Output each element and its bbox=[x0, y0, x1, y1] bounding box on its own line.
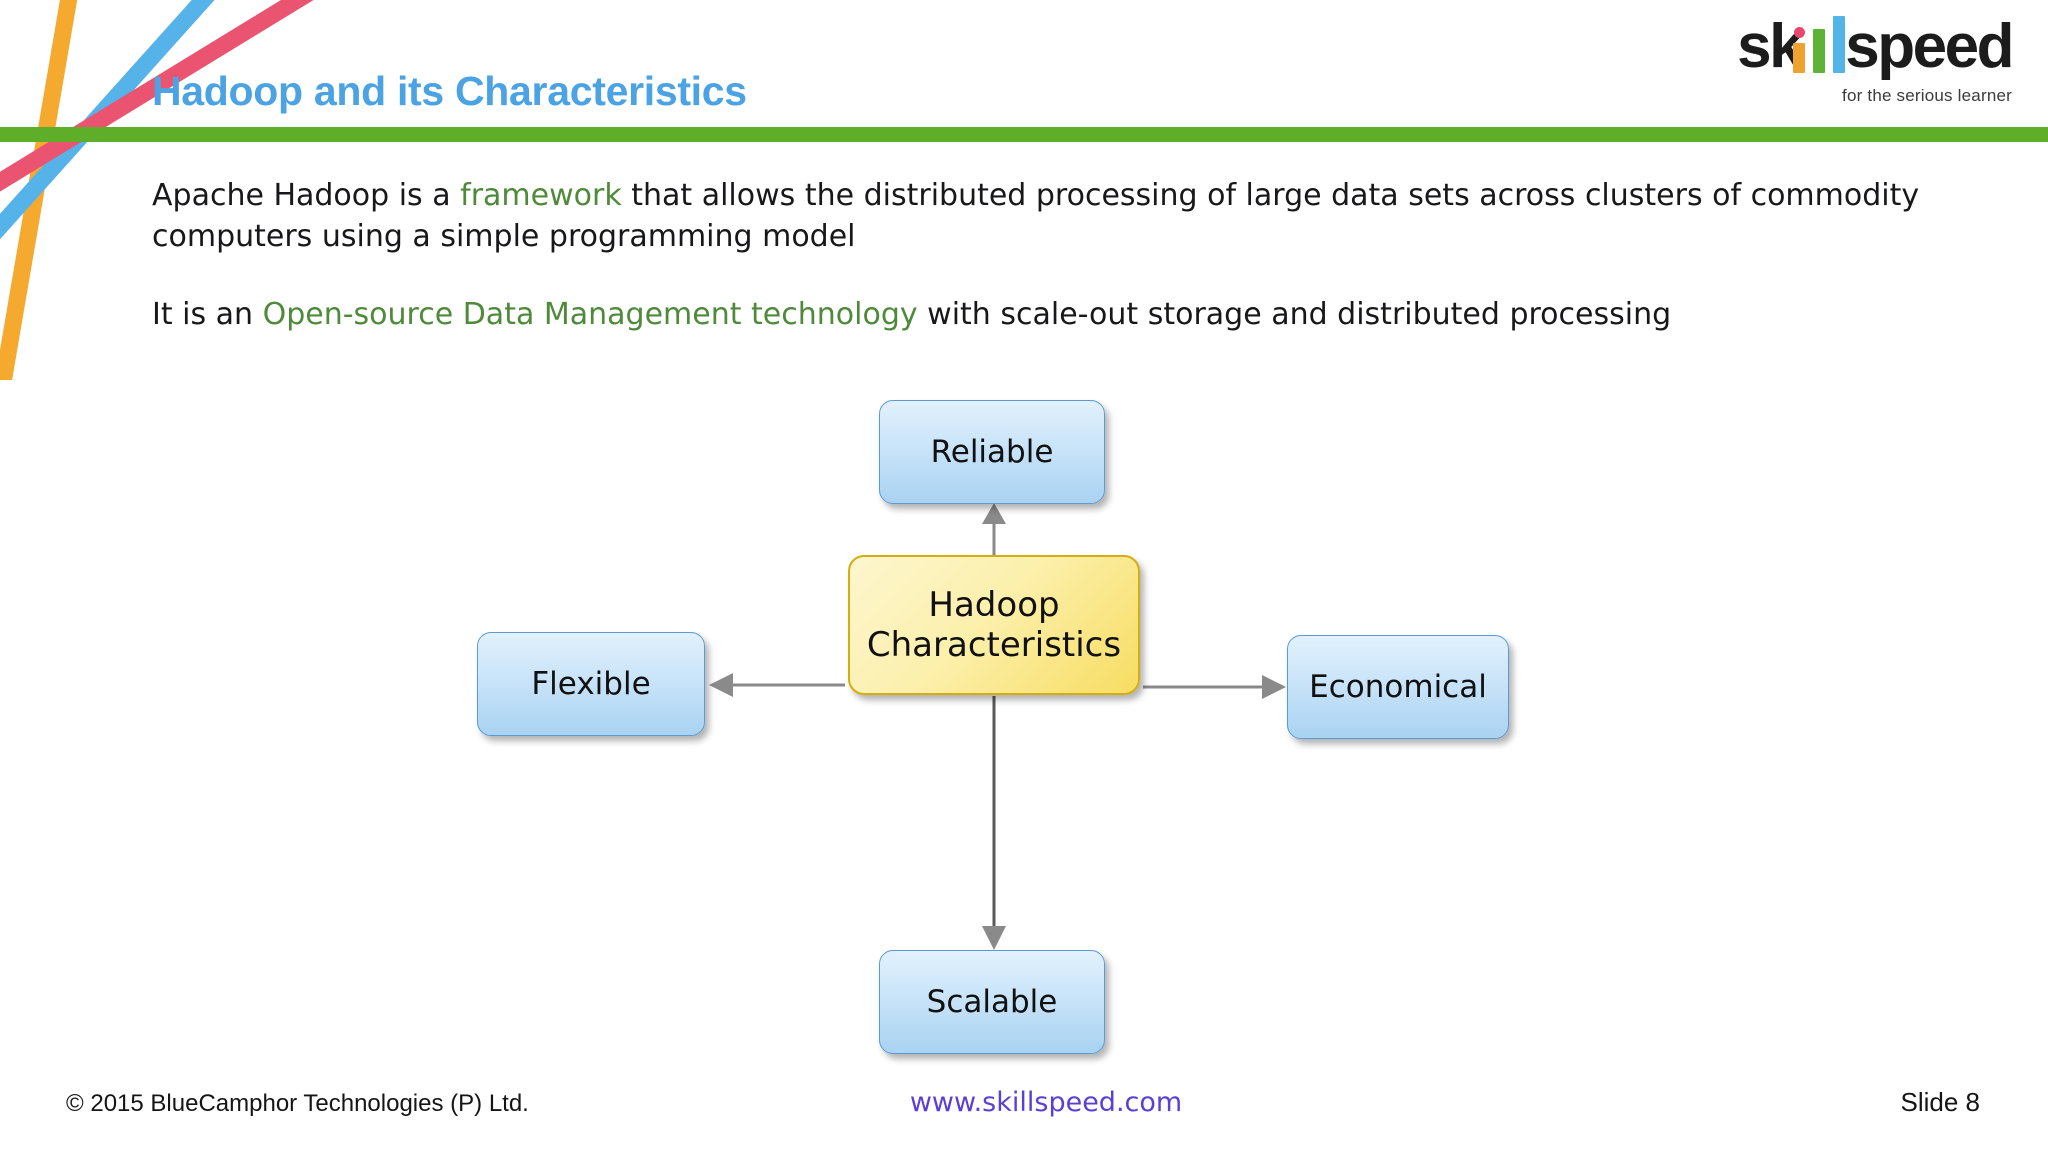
connector-center-to-flexible bbox=[709, 673, 845, 697]
hadoop-characteristics-diagram: Reliable Flexible Hadoop Characteristics… bbox=[0, 360, 2048, 1080]
paragraph-1-before: Apache Hadoop is a bbox=[152, 178, 461, 213]
footer-slide-number: Slide 8 bbox=[1900, 1087, 1981, 1117]
logo-bars-icon bbox=[1793, 15, 1855, 73]
paragraph-1-after: that allows the distributed processing o… bbox=[152, 178, 1920, 254]
connector-center-to-scalable bbox=[982, 696, 1006, 950]
diagram-node-center-label: Hadoop Characteristics bbox=[867, 585, 1121, 665]
diagram-node-center-line1: Hadoop bbox=[928, 584, 1060, 625]
diagram-node-economical[interactable]: Economical bbox=[1287, 635, 1509, 739]
connector-center-to-economical bbox=[1143, 675, 1286, 699]
paragraph-2-highlight: Open-source Data Management technology bbox=[262, 297, 918, 332]
paragraph-2: It is an Open-source Data Management tec… bbox=[152, 295, 1932, 336]
footer-copyright: © 2015 BlueCamphor Technologies (P) Ltd. bbox=[66, 1090, 529, 1117]
page-title: Hadoop and its Characteristics bbox=[152, 68, 747, 114]
paragraph-1-highlight: framework bbox=[460, 178, 622, 213]
diagram-node-center[interactable]: Hadoop Characteristics bbox=[848, 555, 1140, 695]
diagram-node-scalable[interactable]: Scalable bbox=[879, 950, 1105, 1054]
diagram-node-flexible-label: Flexible bbox=[531, 666, 651, 702]
paragraph-1: Apache Hadoop is a framework that allows… bbox=[152, 176, 1932, 257]
footer-website-link[interactable]: www.skillspeed.com bbox=[909, 1087, 1183, 1118]
logo-tagline: for the serious learner bbox=[1842, 86, 2012, 105]
diagram-node-scalable-label: Scalable bbox=[926, 984, 1058, 1020]
logo-dot-icon bbox=[1794, 27, 1805, 38]
header-accent-bar bbox=[0, 127, 2048, 142]
diagram-node-center-line2: Characteristics bbox=[866, 625, 1122, 665]
connector-center-to-reliable bbox=[982, 503, 1006, 555]
logo-text-left: sk bbox=[1737, 12, 1803, 81]
paragraph-2-before: It is an bbox=[152, 297, 263, 332]
logo-bar-blue bbox=[1833, 16, 1845, 73]
paragraph-2-after: with scale-out storage and distributed p… bbox=[917, 297, 1672, 332]
brand-logo: skillspeed for the serious learner bbox=[1672, 15, 2014, 106]
diagram-node-flexible[interactable]: Flexible bbox=[477, 632, 705, 736]
diagram-node-reliable-label: Reliable bbox=[930, 434, 1054, 470]
diagram-node-reliable[interactable]: Reliable bbox=[879, 400, 1105, 504]
logo-bar-orange bbox=[1793, 43, 1805, 73]
logo-bar-green bbox=[1813, 29, 1825, 73]
logo-text-right: speed bbox=[1845, 12, 2014, 81]
logo-wordmark: skillspeed bbox=[1672, 15, 2014, 82]
diagram-connectors bbox=[709, 503, 1286, 950]
diagram-node-economical-label: Economical bbox=[1309, 669, 1487, 705]
body-copy: Apache Hadoop is a framework that allows… bbox=[152, 176, 1932, 336]
